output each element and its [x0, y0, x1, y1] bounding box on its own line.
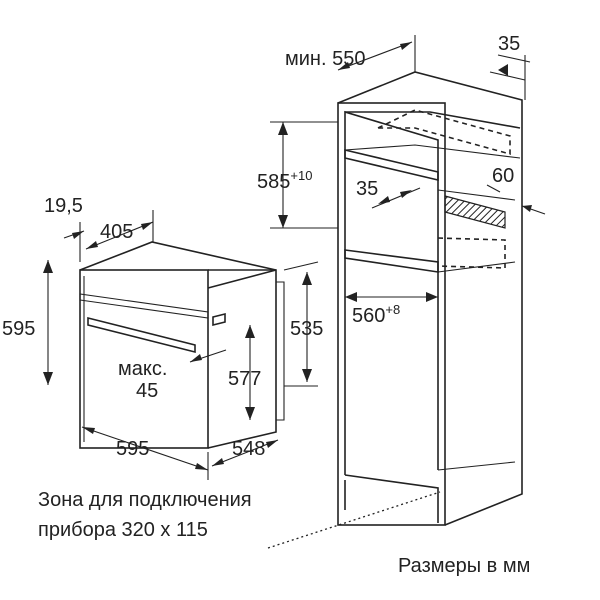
cabinet-plinth: [344, 480, 439, 523]
label-548: 548: [232, 438, 265, 460]
note-line-2: прибора 320 x 115: [38, 519, 208, 541]
oven-connection-box: [212, 312, 226, 327]
dim-35-vent-arrow-a: [378, 196, 390, 204]
dim-595v-arrow-top: [43, 260, 53, 273]
dim-35-top-arrow: [498, 64, 508, 76]
label-max-value: 45: [136, 380, 158, 402]
dim-548-arrow-left: [212, 458, 224, 466]
labels: мин. 550 35 585+10 35 60 560+8 19,5 405 …: [2, 33, 530, 577]
label-595-vertical: 595: [2, 318, 35, 340]
oven-back-box: [276, 281, 285, 421]
tall-cabinet: [337, 71, 523, 526]
cabinet-oven-bottom-shelf: [344, 249, 439, 273]
dim-550-line: [337, 41, 413, 71]
dim-60-arrow: [522, 205, 532, 212]
dim-550-arrow-right: [400, 42, 412, 50]
cabinet-oven-back-top: [437, 189, 516, 201]
label-585: 585+10: [257, 168, 312, 193]
cabinet-inner-frame: [344, 110, 439, 475]
label-405: 405: [100, 221, 133, 243]
dim-595h-arrow-right: [195, 463, 208, 470]
cabinet-oven-back-bottom: [437, 261, 516, 273]
dim-585-arrow-top: [278, 122, 288, 135]
cabinet-lower-back: [437, 461, 516, 471]
dim-550-arrow-left: [338, 62, 350, 70]
oven: [79, 241, 285, 449]
dim-405-arrow-right: [141, 222, 153, 230]
label-min-550: мин. 550: [285, 48, 365, 70]
label-535: 535: [290, 318, 323, 340]
connection-zone-dotted: [267, 491, 441, 549]
cabinet-inner-top: [345, 111, 521, 129]
dim-577-arrow-top: [245, 325, 255, 338]
units-note: Размеры в мм: [398, 555, 530, 577]
dim-595v-arrow-bottom: [43, 372, 53, 385]
oven-right-side: [207, 269, 277, 449]
oven-door-top: [79, 293, 209, 319]
dim-max45-arrow: [190, 354, 202, 362]
label-577: 577: [228, 368, 261, 390]
cabinet-upper-shelf: [344, 148, 439, 182]
label-35-top: 35: [498, 33, 520, 55]
dim-19-5-arrow: [72, 231, 84, 239]
label-max-prefix: макс.: [118, 358, 167, 380]
vent-slot-hatched: [444, 195, 506, 229]
label-560: 560+8: [352, 302, 400, 327]
cabinet-dashed-lower-box: [437, 237, 506, 269]
cabinet-lower-bottom: [344, 474, 439, 495]
label-19-5: 19,5: [44, 195, 83, 217]
dim-548-arrow-right: [266, 440, 278, 448]
dim-535-arrow-bottom: [302, 369, 312, 382]
label-595-horizontal: 595: [116, 438, 149, 460]
dim-577-arrow-bottom: [245, 407, 255, 420]
dim-405-arrow-left: [86, 241, 98, 249]
dim-535-ext-top: [283, 261, 319, 271]
dimension-lines: [43, 35, 546, 549]
dim-595h-arrow-left: [82, 427, 95, 434]
cabinet-upper-shelf-back: [344, 144, 521, 159]
cabinet-front-frame: [337, 102, 446, 526]
cabinet-outer-top-side: [337, 71, 523, 526]
dim-560-arrow-left: [345, 292, 357, 302]
dim-60-line: [486, 184, 501, 193]
dim-560-arrow-right: [426, 292, 438, 302]
cabinet-dashed-upper-box: [377, 109, 511, 156]
dim-35-vent-line: [371, 187, 421, 209]
note-line-1: Зона для подключения: [38, 489, 252, 511]
dim-585-arrow-bottom: [278, 215, 288, 228]
dim-35-top-bar: [489, 71, 526, 81]
oven-handle: [87, 316, 196, 354]
dim-535-arrow-top: [302, 272, 312, 285]
dim-35-vent-arrow-b: [400, 190, 412, 198]
label-35-vent: 35: [356, 178, 378, 200]
dim-595h-line: [81, 426, 209, 471]
oven-top: [79, 241, 277, 289]
label-60: 60: [492, 165, 514, 187]
